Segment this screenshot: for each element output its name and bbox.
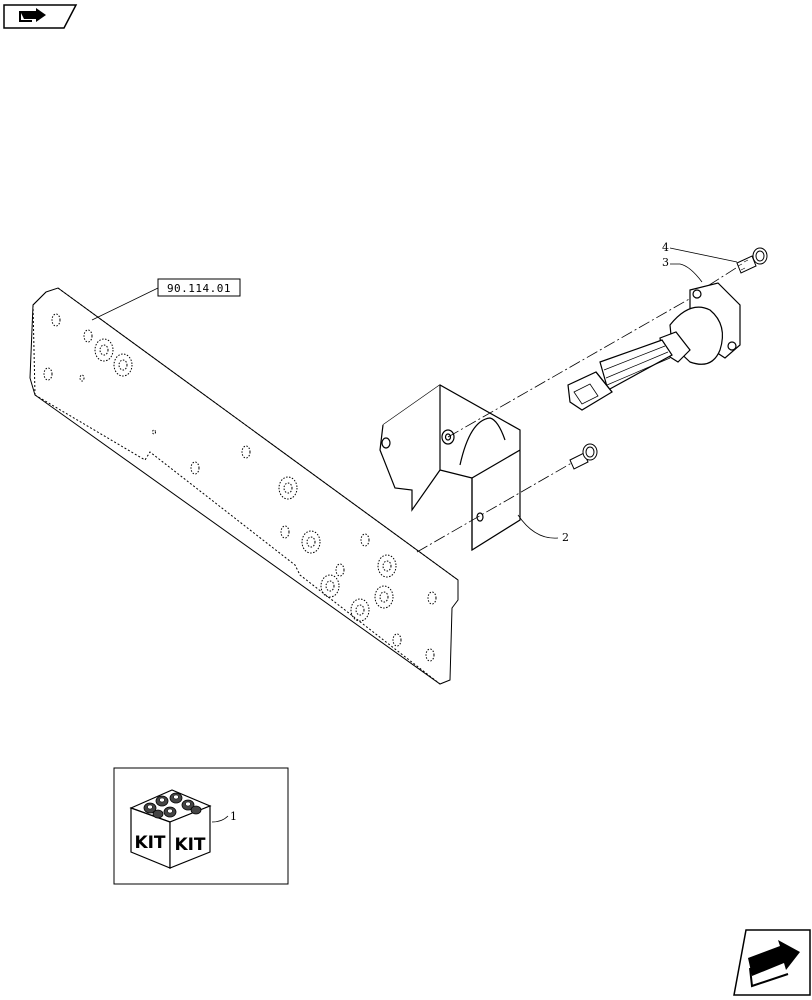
callout-label-2: 2 bbox=[562, 531, 569, 544]
callout-label-4: 4 bbox=[662, 241, 669, 254]
callout-label-1: 1 bbox=[230, 810, 237, 823]
mounting-plate bbox=[29, 287, 459, 685]
callout-3: 3 bbox=[662, 256, 703, 283]
next-page-arrow-icon[interactable] bbox=[733, 929, 811, 996]
socket-assembly bbox=[567, 282, 741, 411]
reference-label: 90.114.01 bbox=[167, 282, 231, 295]
bolt-lower bbox=[569, 443, 598, 470]
bolt-top bbox=[736, 247, 768, 274]
reference-label-box[interactable]: 90.114.01 bbox=[91, 278, 241, 321]
kit-label-right: KIT bbox=[174, 835, 205, 855]
previous-page-arrow-icon[interactable] bbox=[3, 4, 78, 29]
callout-label-3: 3 bbox=[662, 256, 669, 269]
bracket bbox=[379, 384, 521, 552]
kit-box: KIT KIT bbox=[129, 789, 212, 869]
callout-1: 1 bbox=[211, 810, 237, 823]
callout-4: 4 bbox=[662, 241, 738, 263]
callout-2: 2 bbox=[517, 514, 569, 544]
kit-label-left: KIT bbox=[134, 833, 165, 853]
